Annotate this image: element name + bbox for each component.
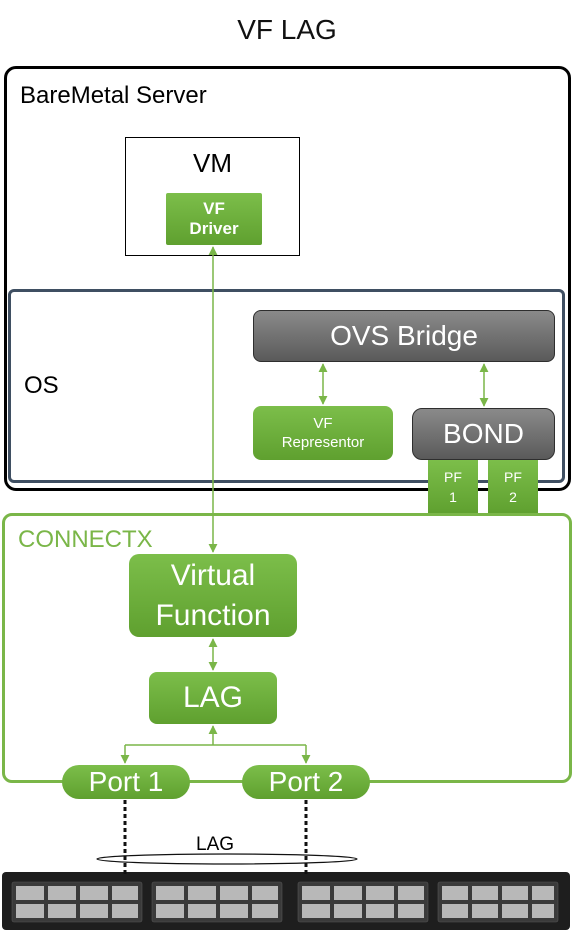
switch-port-group (11, 881, 143, 923)
vf-driver-line1: VF (203, 199, 225, 218)
pf1-line2: 1 (449, 489, 457, 505)
ovs-bridge-box: OVS Bridge (253, 310, 555, 362)
port-1-box: Port 1 (62, 765, 190, 799)
vf-representor-box: VF Representor (253, 406, 393, 460)
switch-port-slots (16, 886, 554, 918)
lag-ellipse (96, 853, 358, 865)
port-2-box: Port 2 (242, 765, 370, 799)
virtual-function-box: Virtual Function (129, 554, 297, 637)
pf2-line2: 2 (509, 489, 517, 505)
vf-driver-box: VF Driver (166, 193, 262, 245)
virtual-function-line1: Virtual (170, 558, 256, 592)
bond-box: BOND (412, 408, 555, 460)
vf-representor-line2: Representor (281, 434, 365, 451)
link-lag-label: LAG (196, 834, 235, 855)
lag-box: LAG (149, 672, 277, 724)
pf2-line1: PF (504, 469, 522, 485)
os-box (8, 289, 565, 483)
vf-driver-line2: Driver (189, 219, 239, 238)
server-label: BareMetal Server (20, 82, 207, 109)
baremetal-server-box (4, 66, 571, 491)
pf2-box: PF 2 (488, 460, 538, 514)
switch-port-group (151, 881, 283, 923)
pf1-box: PF 1 (428, 460, 478, 514)
pf1-line1: PF (444, 469, 462, 485)
vm-label: VM (193, 148, 232, 178)
connectx-label: CONNECTX (18, 526, 153, 553)
os-label: OS (24, 372, 59, 399)
switch-port-group (297, 881, 429, 923)
diagram-title: VF LAG (237, 14, 337, 45)
vf-representor-line1: VF (313, 415, 333, 432)
virtual-function-line2: Function (155, 598, 271, 632)
